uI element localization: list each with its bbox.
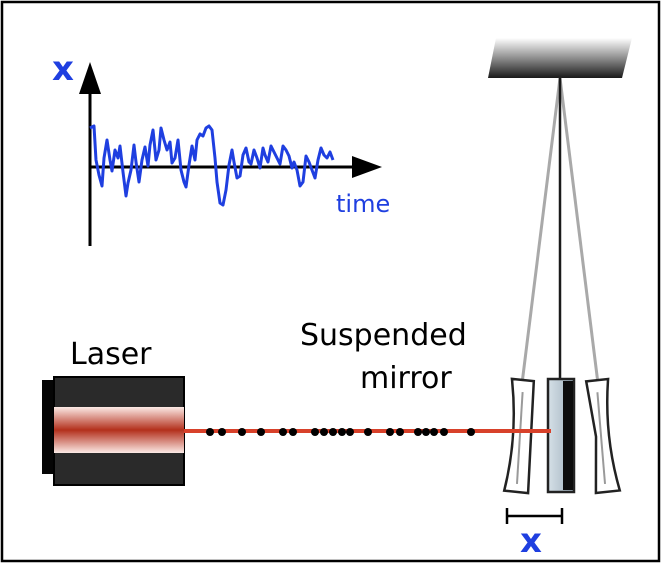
displacement-label: x: [520, 521, 542, 561]
photon-dot-icon: [422, 428, 430, 436]
photon-dot-icon: [440, 428, 448, 436]
photon-dot-icon: [320, 428, 328, 436]
suspension-wires: [514, 77, 606, 434]
graph-x-axis-label: time: [336, 190, 390, 218]
photon-dot-icon: [238, 428, 246, 436]
ceiling-support: [488, 38, 632, 78]
photon-dot-icon: [414, 428, 422, 436]
graph-y-arrowhead: [79, 62, 101, 94]
laser-aperture-band: [54, 407, 184, 453]
photon-dot-icon: [279, 428, 287, 436]
displacement-graph: x time: [52, 49, 390, 246]
mirror-label-line2: mirror: [360, 361, 452, 396]
photon-dot-icon: [338, 428, 346, 436]
graph-y-axis-label: x: [52, 49, 74, 89]
photon-dot-icon: [386, 428, 394, 436]
laser-back-cap: [42, 380, 56, 474]
displacement-bracket: [505, 508, 564, 524]
noise-signal-trace: [89, 124, 335, 207]
photon-dot-icon: [257, 428, 265, 436]
suspended-mirror-icon: [546, 377, 576, 494]
photon-stream: [206, 428, 475, 436]
mirror-swing-right: [584, 377, 622, 495]
photon-dot-icon: [364, 428, 372, 436]
laser-label: Laser: [70, 337, 152, 372]
wire-left-swing: [514, 77, 562, 433]
photon-dot-icon: [467, 428, 475, 436]
laser-source-icon: Laser: [42, 337, 185, 486]
wire-right-swing: [558, 77, 606, 433]
photon-dot-icon: [346, 428, 354, 436]
mirror-label-line1: Suspended: [300, 318, 467, 353]
photon-dot-icon: [329, 428, 337, 436]
photon-dot-icon: [206, 428, 214, 436]
mirror-swing-left: [502, 377, 536, 495]
photon-dot-icon: [311, 428, 319, 436]
photon-dot-icon: [289, 428, 297, 436]
mirror-reflective-face: [563, 381, 573, 490]
photon-dot-icon: [218, 428, 226, 436]
photon-dot-icon: [396, 428, 404, 436]
graph-x-arrowhead: [352, 156, 382, 178]
photon-dot-icon: [430, 428, 438, 436]
